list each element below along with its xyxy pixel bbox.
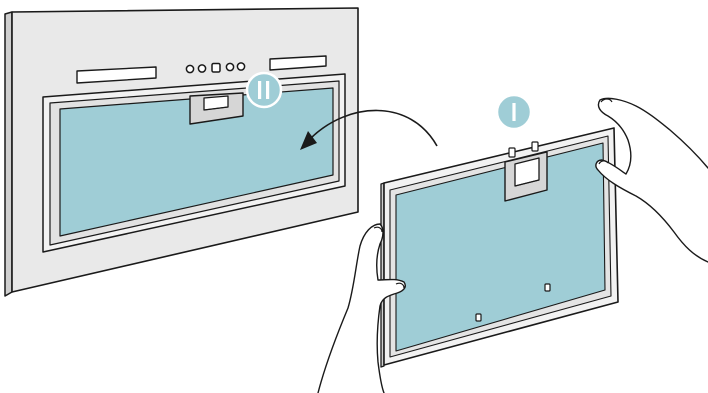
control-panel [185, 62, 246, 74]
handle-icon [189, 92, 244, 125]
light-strip-right [269, 55, 327, 71]
step-2-badge [245, 71, 283, 109]
step-1-badge [495, 93, 533, 131]
curved-arrow-icon [300, 109, 438, 150]
knob-icon [197, 64, 207, 73]
knob-icon [185, 64, 195, 74]
filter-catch [475, 283, 551, 322]
grease-filter [380, 127, 619, 368]
filter-clip [508, 141, 539, 158]
light-strip-left [76, 66, 157, 84]
knob-icon [225, 62, 235, 72]
hood-panel [4, 7, 359, 297]
knob-icon [236, 62, 246, 71]
hand-icon [317, 223, 406, 393]
hand-icon [595, 97, 708, 263]
handle-icon [504, 151, 548, 202]
display-icon [211, 62, 221, 73]
hood-panel-side [4, 11, 13, 297]
